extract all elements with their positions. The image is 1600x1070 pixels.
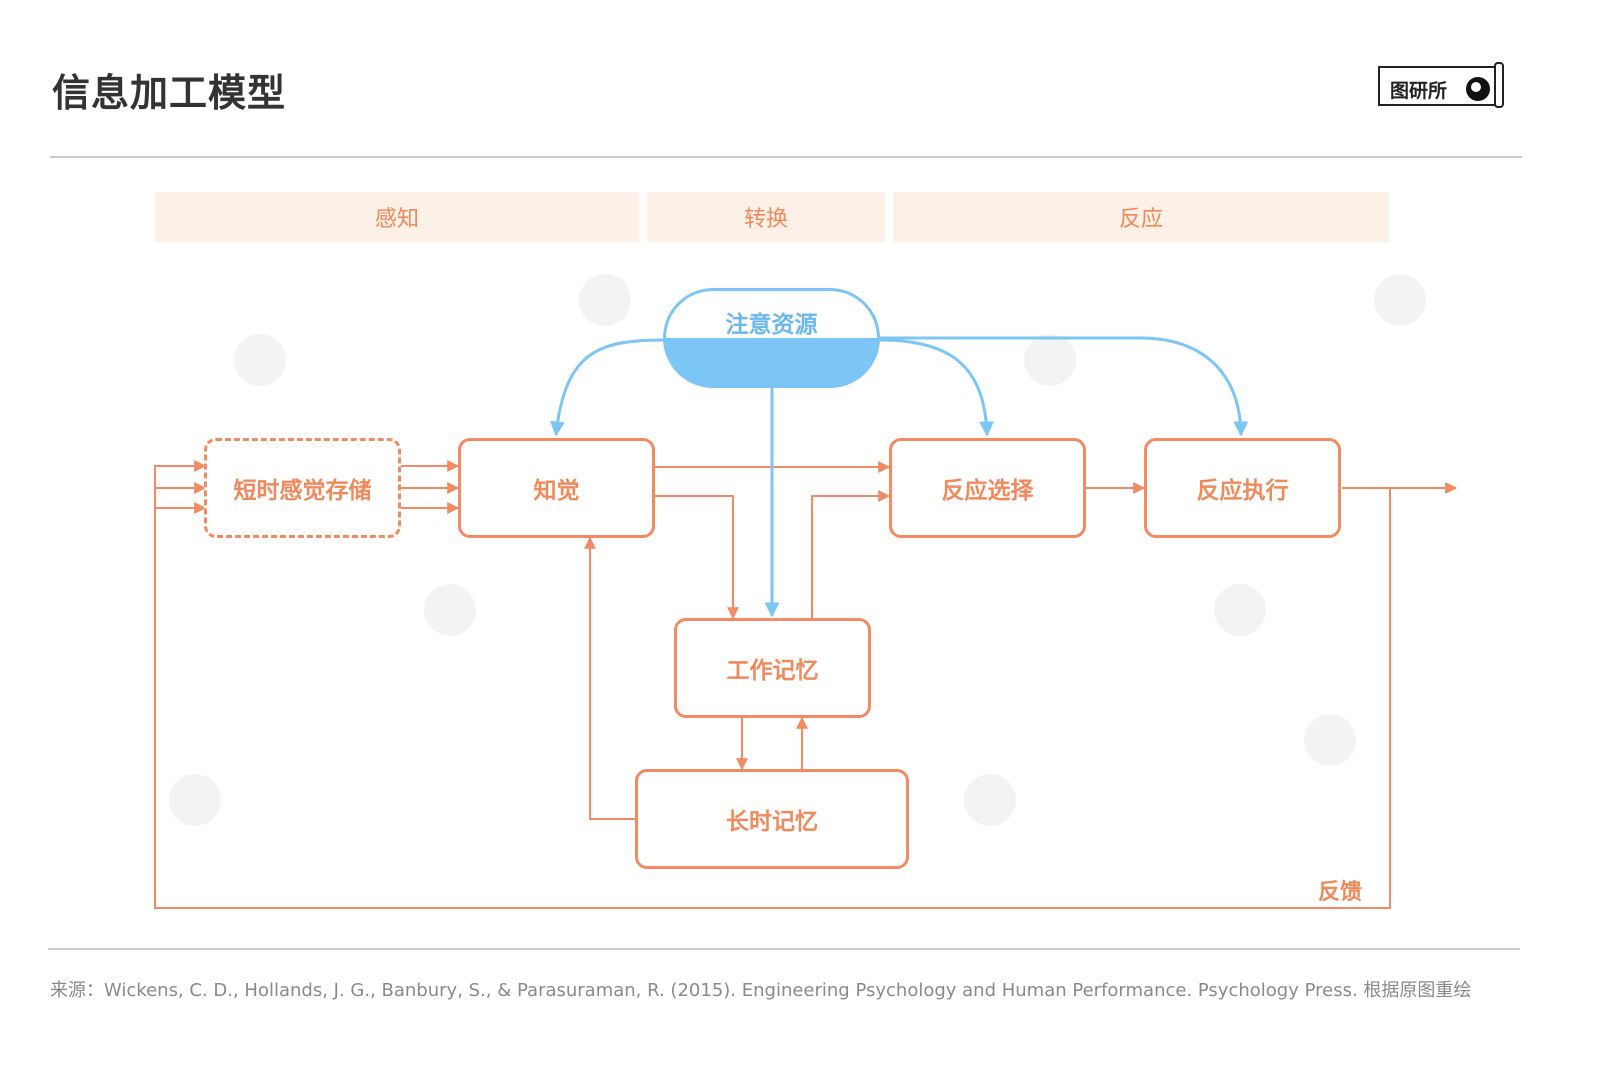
response-execution-node: 反应执行 [1144, 438, 1341, 538]
logo-lens-icon [1466, 77, 1490, 101]
attention-resources-node: 注意资源 [663, 288, 880, 388]
source-citation: 来源：Wickens, C. D., Hollands, J. G., Banb… [50, 980, 1472, 1001]
page-title: 信息加工模型 [52, 71, 287, 115]
brand-logo: 图研所 [1378, 62, 1506, 110]
sensory-store-node: 短时感觉存储 [204, 438, 401, 538]
header-divider [50, 156, 1522, 158]
watermark-pattern [169, 274, 1426, 826]
logo-frame: 图研所 [1378, 66, 1496, 106]
phase-transformation: 转换 [647, 192, 885, 242]
logo-text: 图研所 [1390, 80, 1448, 102]
attention-resources-label: 注意资源 [725, 312, 818, 338]
logo-scroll-icon [1494, 62, 1504, 108]
attention-to-execution [880, 336, 1249, 437]
perception-to-working-memory [655, 495, 739, 620]
phase-response: 反应 [893, 192, 1389, 242]
working-memory-to-selection [811, 490, 891, 618]
long-term-memory-node: 长时记忆 [635, 769, 909, 869]
attention-to-selection [879, 338, 995, 437]
working-memory-node: 工作记忆 [674, 618, 871, 718]
long-term-memory-to-perception [584, 536, 635, 820]
attention-to-perception [549, 338, 666, 437]
response-selection-node: 反应选择 [889, 438, 1086, 538]
phase-perception: 感知 [155, 192, 639, 242]
footer-divider [48, 948, 1520, 950]
perception-node: 知觉 [458, 438, 655, 538]
feedback-label: 反馈 [1318, 880, 1363, 905]
